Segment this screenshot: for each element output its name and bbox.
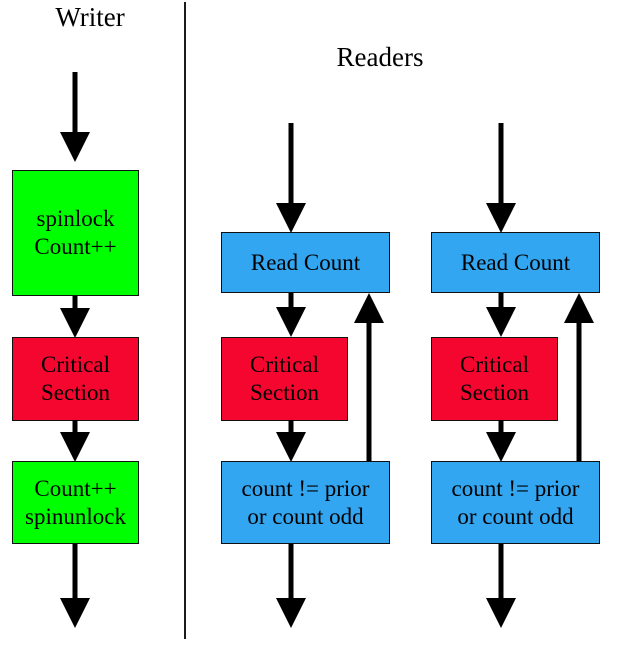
- arrow-shaft: [498, 123, 504, 205]
- writer-spinunlock-line2: spinunlock: [25, 503, 126, 529]
- arrow-reader-1-exit: [276, 544, 306, 628]
- arrow-writer-critical-to-spinunlock: [60, 420, 90, 462]
- arrow-writer-spinlock-to-critical: [60, 296, 90, 338]
- reader-1-critical-section-box: Critical Section: [221, 337, 348, 421]
- reader-2-read-count-label: Read Count: [460, 249, 571, 275]
- arrow-shaft: [366, 321, 372, 461]
- arrow-head: [486, 307, 516, 337]
- writer-column-title: Writer: [55, 2, 125, 32]
- arrow-shaft: [72, 72, 78, 134]
- arrow-head: [486, 598, 516, 628]
- arrow-reader-1-entry: [276, 123, 306, 233]
- reader-2-critical-line1: Critical: [460, 352, 529, 377]
- reader-1-critical-line2: Section: [250, 380, 319, 405]
- arrow-shaft: [288, 123, 294, 205]
- arrow-reader-2-retry-loop: [564, 293, 594, 461]
- writer-spinunlock-line1: Count++: [34, 475, 117, 501]
- arrow-head: [276, 432, 306, 462]
- reader-2-read-count-box: Read Count: [431, 232, 600, 293]
- writer-spinlock-box: spinlock Count++: [12, 170, 139, 296]
- reader-2-recheck-line2: or count odd: [457, 503, 574, 529]
- arrow-shaft: [288, 293, 294, 309]
- arrow-head: [276, 598, 306, 628]
- arrow-reader-2-critical-to-recheck: [486, 420, 516, 462]
- arrow-reader-2-entry: [486, 123, 516, 233]
- arrow-shaft: [288, 420, 294, 434]
- writer-spinlock-line2: Count++: [34, 234, 117, 259]
- arrow-reader-1-retry-loop: [354, 293, 384, 461]
- arrow-shaft: [72, 420, 78, 434]
- arrow-shaft: [498, 293, 504, 309]
- arrow-head: [60, 308, 90, 338]
- arrow-shaft: [288, 544, 294, 600]
- reader-2-recheck-line1: count != prior: [451, 475, 580, 501]
- arrow-head: [276, 307, 306, 337]
- arrow-writer-entry: [60, 72, 90, 162]
- reader-2-recheck-box: count != prior or count odd: [431, 461, 600, 544]
- arrow-head: [486, 203, 516, 233]
- writer-critical-section-box: Critical Section: [12, 337, 139, 421]
- reader-1-recheck-line2: or count odd: [247, 503, 364, 529]
- writer-critical-line2: Section: [41, 380, 110, 405]
- arrow-shaft: [576, 321, 582, 461]
- arrow-shaft: [498, 420, 504, 434]
- column-divider: [184, 2, 186, 639]
- arrow-head: [60, 598, 90, 628]
- arrow-head: [60, 432, 90, 462]
- arrow-head: [354, 293, 384, 323]
- reader-1-recheck-line1: count != prior: [241, 475, 370, 501]
- reader-1-read-count-box: Read Count: [221, 232, 390, 293]
- arrow-shaft: [72, 296, 78, 310]
- reader-1-recheck-box: count != prior or count odd: [221, 461, 390, 544]
- arrow-reader-1-critical-to-recheck: [276, 420, 306, 462]
- writer-spinunlock-box: Count++ spinunlock: [12, 461, 139, 544]
- writer-critical-line1: Critical: [41, 352, 110, 377]
- arrow-reader-2-read-to-critical: [486, 293, 516, 338]
- writer-spinlock-line1: spinlock: [36, 206, 115, 231]
- arrow-reader-1-read-to-critical: [276, 293, 306, 338]
- arrow-reader-2-exit: [486, 544, 516, 628]
- reader-1-critical-line1: Critical: [250, 352, 319, 377]
- arrow-shaft: [72, 544, 78, 600]
- arrow-head: [60, 132, 90, 162]
- reader-1-read-count-label: Read Count: [250, 249, 361, 275]
- arrow-writer-exit: [60, 544, 90, 628]
- arrow-head: [486, 432, 516, 462]
- arrow-head: [564, 293, 594, 323]
- readers-column-title: Readers: [336, 42, 424, 72]
- reader-2-critical-line2: Section: [460, 380, 529, 405]
- arrow-head: [276, 203, 306, 233]
- arrow-shaft: [498, 544, 504, 600]
- reader-2-critical-section-box: Critical Section: [431, 337, 558, 421]
